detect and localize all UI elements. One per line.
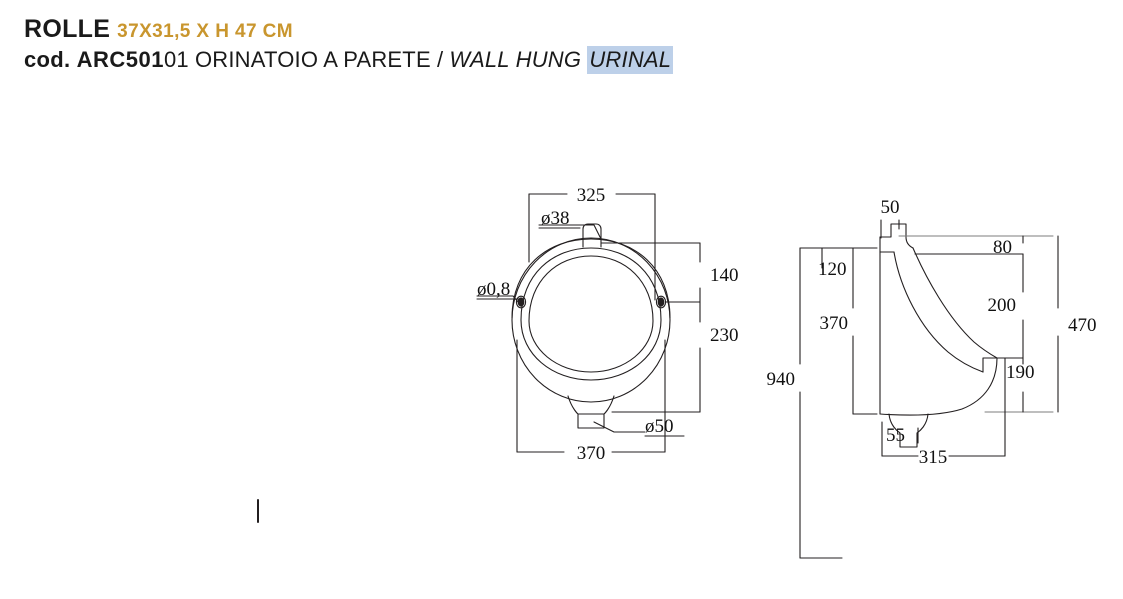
product-code-suffix: 01 [163, 46, 189, 72]
front-rim-outer-arc [511, 238, 671, 319]
side-bowl-lip-step [982, 357, 998, 373]
side-label-55: 55 [886, 425, 905, 446]
product-name: ROLLE [24, 15, 111, 43]
side-shell-lower-curve [879, 357, 998, 416]
side-label-50: 50 [881, 197, 900, 218]
front-bowl-outer [511, 237, 671, 403]
description-separator: / [436, 46, 444, 72]
front-rim-inner-arc [520, 247, 662, 321]
front-label-140: 140 [710, 265, 739, 286]
front-basin-curve [520, 319, 662, 381]
side-label-120: 120 [818, 259, 847, 280]
product-header: ROLLE 37X31,5 X H 47 CM cod. ARC50101 OR… [24, 14, 1084, 74]
front-dim-140-230 [600, 242, 701, 413]
side-inlet-spout [879, 223, 914, 249]
front-dim-325 [528, 193, 656, 301]
front-label-outlet-diameter: ø50 [645, 416, 674, 437]
product-code-row: cod. ARC50101 ORINATOIO A PARETE / WALL … [24, 45, 1084, 74]
side-label-315: 315 [919, 447, 948, 468]
side-label-80: 80 [993, 237, 1012, 258]
side-dim-940 [799, 247, 843, 559]
product-code: ARC501 [76, 46, 164, 72]
front-fixing-hole-right [655, 295, 667, 309]
front-label-325: 325 [577, 185, 606, 206]
front-leader-outlet [593, 421, 646, 433]
description-english-highlighted: URINAL [587, 45, 674, 74]
side-label-190: 190 [1006, 362, 1035, 383]
side-dim-55 [881, 421, 919, 444]
front-leader-fixing-hole [476, 295, 520, 304]
front-label-inlet-diameter: ø38 [541, 208, 570, 229]
description-italian: ORINATOIO A PARETE [194, 46, 431, 72]
product-dimensions: 37X31,5 X H 47 CM [117, 21, 293, 42]
side-label-940: 940 [767, 369, 796, 390]
side-label-370: 370 [820, 313, 849, 334]
side-dim-120 [821, 247, 854, 269]
description-english-primary: WALL HUNG [449, 46, 582, 72]
side-label-470: 470 [1068, 315, 1097, 336]
product-title-row: ROLLE 37X31,5 X H 47 CM [24, 14, 1084, 45]
front-fixing-hole-left [515, 295, 527, 309]
front-outlet-collar [567, 395, 615, 415]
side-dim-315 [881, 357, 1006, 457]
front-bowl-opening [528, 255, 654, 373]
front-inlet-spout [582, 223, 602, 248]
side-dim-370 [852, 247, 878, 415]
front-dim-370 [516, 339, 666, 453]
side-dim-chain-right [898, 235, 1054, 413]
side-label-200: 200 [988, 295, 1017, 316]
front-label-fixing-hole: ø0,8 [477, 279, 510, 300]
front-label-230: 230 [710, 325, 739, 346]
front-label-370: 370 [577, 443, 606, 464]
side-bowl-outer-curve [912, 247, 998, 359]
front-leader-inlet [538, 224, 602, 240]
side-bowl-inner-curve [893, 251, 984, 373]
side-dim-50 [880, 219, 900, 239]
front-outlet-pipe [577, 413, 605, 429]
side-outlet [888, 413, 929, 448]
side-view-group: 50 120 370 940 80 200 470 190 55 315 [767, 197, 1097, 559]
code-label: cod. [24, 46, 71, 72]
front-view-group: 325 ø38 ø0,8 140 230 ø50 370 [476, 185, 739, 464]
